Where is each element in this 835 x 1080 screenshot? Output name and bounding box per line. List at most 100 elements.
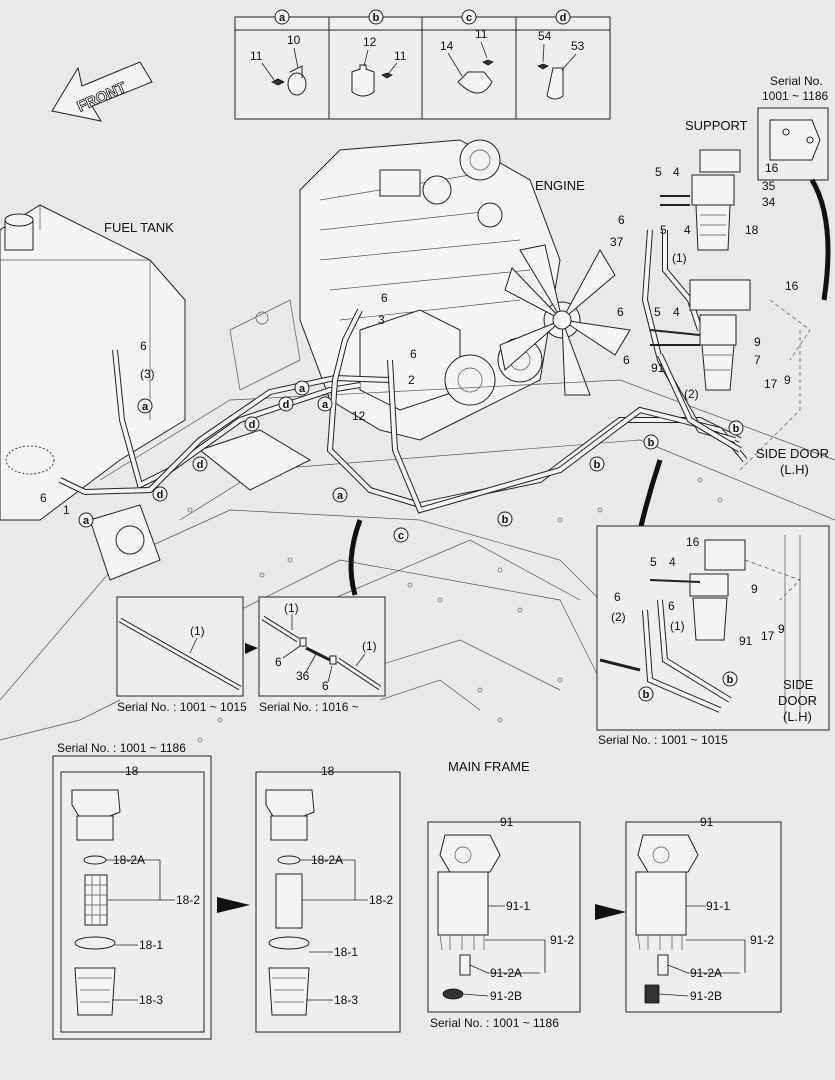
inset-right-9b: 9 [778,622,785,636]
callout-d-2: d [197,459,204,471]
callout-d-3: d [249,419,256,431]
filter-91-old: 91 91-1 91-2 91-2A 91-2B Serial No. : 10… [427,815,581,1030]
filter91b-title: 91 [700,815,714,829]
filter18a-p2: 18-2 [176,893,200,907]
filter91a-title: 91 [500,815,514,829]
support-part-16: 16 [765,161,779,175]
inset-mid-1a: (1) [284,601,299,615]
inset-right-4: 4 [669,555,676,569]
inset-side-door: 16 5 4 9 6 (2) 6 (1) 91 17 9 b b SIDE DO… [596,525,830,747]
label-4a: 4 [673,165,680,179]
label-6g: 6 [40,491,47,505]
filter18b-p2: 18-2 [369,893,393,907]
inset-right-2p: (2) [611,610,626,624]
inset-mid-serial: Serial No. : 1016 ~ [259,700,359,714]
label-2: 2 [408,373,415,387]
inset-right-16: 16 [686,535,700,549]
side-door-line2: (L.H) [780,462,809,477]
clamp-key-a: a [279,12,286,24]
filter18a-p3: 18-1 [139,938,163,952]
inset-right-5: 5 [650,555,657,569]
label-6e: 6 [410,347,417,361]
label-6f: 6 [140,339,147,353]
label-91: 91 [651,361,665,375]
label-9b: 9 [784,373,791,387]
main-callouts: a a a a a d d d d b b b b c [78,380,744,543]
engine-label: ENGINE [535,178,585,193]
filter91b-p1: 91-1 [706,899,730,913]
part-11-c: 11 [475,27,488,41]
inset-pipe-1016: (1) (1) 6 36 6 Serial No. : 1016 ~ [258,596,386,714]
filter91a-p3: 91-2A [490,966,522,980]
part-10: 10 [287,33,301,47]
filter18b-p3: 18-1 [334,945,358,959]
main-frame-label: MAIN FRAME [448,759,530,774]
label-3p: (3) [140,367,155,381]
inset-right-serial: Serial No. : 1001 ~ 1015 [598,733,728,747]
label-18: 18 [745,223,759,237]
callout-a-5: a [337,490,344,502]
label-5a: 5 [655,165,662,179]
part-53: 53 [571,39,585,53]
cooling-fan [499,244,631,396]
inset-right-callout-b2: b [727,674,734,686]
callout-a-1: a [142,401,149,413]
label-6a: 6 [618,213,625,227]
filter91b-p2: 91-2 [750,933,774,947]
inset-right-6a: 6 [614,590,621,604]
filter18b-title: 18 [321,764,335,778]
label-17: 17 [764,377,778,391]
callout-a-2: a [83,515,90,527]
part-11-a: 11 [250,49,263,63]
filter-18-old: Serial No. : 1001 ~ 1186 18 18-2A 18-2 1… [52,741,212,1040]
part-54: 54 [538,29,552,43]
fuel-tank-label: FUEL TANK [104,220,174,235]
filter91a-p1: 91-1 [506,899,530,913]
label-2p: (2) [684,387,699,401]
filter91a-p4: 91-2B [490,989,522,1003]
filter18a-title: 18 [125,764,139,778]
callout-a-3: a [299,383,306,395]
clamp-key-d: d [560,12,567,24]
filter18a-serial: Serial No. : 1001 ~ 1186 [57,741,186,755]
filter18b-p1: 18-2A [311,853,343,867]
callout-b-4: b [733,423,740,435]
serial-top-line1: Serial No. [770,74,823,88]
label-4b: 4 [684,223,691,237]
part-14: 14 [440,39,454,53]
callout-b-2: b [594,459,601,471]
inset-right-door2: DOOR [778,693,817,708]
inset-right-callout-b1: b [643,689,650,701]
inset-mid-6a: 6 [275,655,282,669]
label-1: 1 [63,503,70,517]
callout-c-1: c [398,530,404,542]
inset-mid-1b: (1) [362,639,377,653]
label-1p: (1) [672,251,687,265]
callout-b-1: b [648,437,655,449]
main-frame [0,299,835,743]
label-5b: 5 [660,223,667,237]
filter-arrow-1 [217,897,250,913]
filter-91-new: 91 91-1 91-2 91-2A 91-2B [625,815,782,1013]
inset-right-6b: 6 [668,599,675,613]
inset-left-serial: Serial No. : 1001 ~ 1015 [117,700,247,714]
main-part-labels: 5 4 35 34 6 5 4 18 37 (1) 16 6 5 4 9 6 7… [40,165,799,517]
engine-assembly: ENGINE [299,139,631,441]
water-separator-91 [689,279,751,391]
label-37: 37 [610,235,624,249]
filter91a-serial: Serial No. : 1001 ~ 1186 [430,1016,559,1030]
filter-arrow-2 [595,904,626,920]
clamp-key-c: c [466,12,472,24]
label-6b: 6 [617,305,624,319]
inset-right-door1: SIDE [783,677,814,692]
inset-arrow-1 [245,643,258,654]
front-arrow: FRONT [51,61,153,122]
inset-right-17: 17 [761,629,775,643]
filter-18-new: 18 18-2A 18-2 18-1 18-3 [255,764,401,1033]
callout-d-1: d [157,489,164,501]
side-door-line1: SIDE DOOR [756,446,829,461]
filter91b-p4: 91-2B [690,989,722,1003]
inset-pipe-1001-1015: (1) Serial No. : 1001 ~ 1015 [116,596,247,714]
